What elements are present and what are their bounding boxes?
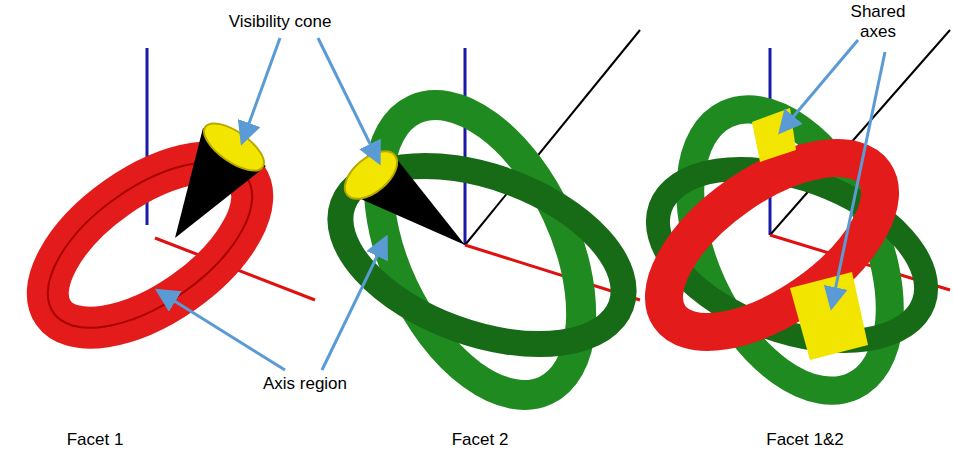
figure-caption: Facet 1 <box>45 430 145 450</box>
figure-caption: Facet 2 <box>430 430 530 450</box>
leader-arrows <box>160 38 885 370</box>
facet-combined-figure <box>634 30 950 422</box>
figure-caption: Facet 1&2 <box>750 430 860 450</box>
callout-label: Visibility cone <box>215 12 345 32</box>
callout-label: Shared axes <box>838 2 918 42</box>
callout-label: Axis region <box>240 374 370 394</box>
facet-one-figure <box>20 48 315 360</box>
facet-two-figure <box>316 30 648 426</box>
